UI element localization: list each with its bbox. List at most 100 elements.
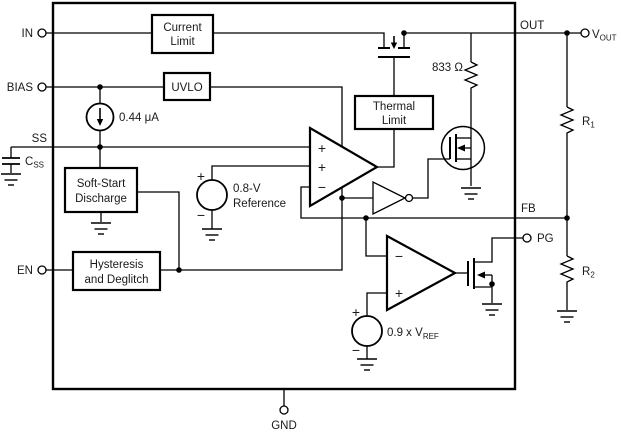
wire-fb [300,186,567,219]
pin-bias-label: BIAS [7,82,34,94]
hysteresis-deglitch-label-1: Hysteresis [90,259,144,271]
thermal-limit-label-2: Limit [382,115,407,127]
junction-dot [564,215,570,221]
ground-discharge-fet [461,187,481,200]
soft-start-discharge-label-2: Discharge [75,193,127,205]
pin-fb-label: FB [521,203,536,215]
current-limit-label-2: Limit [170,36,195,48]
pin-vout-circle [580,28,590,38]
current-limit-block: Current Limit [150,13,215,55]
reference-0v8-label-1: 0.8-V [233,183,261,195]
wire-ref-erroramp [211,165,310,180]
error-amplifier-triangle [308,126,380,208]
junction-dot [97,144,103,150]
soft-start-discharge-box [63,166,139,214]
error-amplifier-plus-1: + [318,140,326,156]
wire-hysteresis-out [160,187,343,271]
pass-fet [378,36,410,58]
ground-css [1,173,21,186]
current-limit-box [150,13,215,55]
pin-in-circle [37,28,47,38]
reference-0v9-label: 0.9 x VREF [387,327,439,341]
pin-vout: VOUT [580,28,617,43]
pin-en-circle [37,265,47,275]
pin-en: EN [17,265,47,277]
css-label: CSS [25,156,44,170]
reference-0v8-minus: − [197,207,205,223]
error-amplifier: + + − [308,126,380,208]
error-amplifier-minus: − [318,179,326,195]
pg-comparator-minus: − [395,248,403,264]
junction-dot [363,215,369,221]
resistor-r1: R1 [559,106,595,135]
pg-comparator-plus: + [395,285,403,301]
pin-ss-label: SS [32,133,48,145]
reference-source-0v9: + − 0.9 x VREF [351,304,439,358]
pin-vout-label: VOUT [592,29,617,43]
pin-in: IN [22,28,47,40]
pin-gnd-circle [279,405,289,415]
wire-pg [474,237,523,263]
uvlo-block: UVLO [162,71,212,102]
wire-softstart-en [137,191,180,270]
discharge-fet-circle [440,125,486,171]
bias-current-source: 0.44 μA [85,102,159,132]
pin-bias: BIAS [7,82,47,94]
discharge-fet [440,125,486,171]
hysteresis-deglitch-label-2: and Deglitch [85,274,149,286]
wires [10,32,581,406]
en-buffer-bubble [404,193,414,203]
pg-fet-body-arrow [477,271,485,279]
pin-en-label: EN [17,265,33,277]
pin-bias-circle [37,82,47,92]
wire-fb-comparator [365,218,387,257]
hysteresis-deglitch-box [71,250,162,292]
reference-0v8-plus: + [197,168,205,184]
resistor-833: 833 Ω [432,61,479,93]
pin-pg: PG [522,233,554,245]
current-limit-label-1: Current [163,22,202,34]
pin-pg-label: PG [537,233,554,245]
junction-dot [339,195,345,201]
wire-ref09-comparator [366,292,387,316]
pass-fet-arrow-head [390,42,398,49]
uvlo-label: UVLO [171,82,202,94]
ground-ref-0v9 [357,358,377,371]
thermal-limit-block: Thermal Limit [353,94,435,131]
en-inverter-buffer [372,180,414,216]
pin-in-label: IN [22,28,34,40]
soft-start-discharge-label-1: Soft-Start [77,178,126,190]
reference-0v9-plus: + [352,304,360,320]
bias-current-label: 0.44 μA [119,112,159,124]
discharge-fet-body-arrow [457,144,465,152]
junction-dot [176,267,182,273]
reference-0v9-circle [351,315,383,347]
ground-pg-fet [482,303,502,316]
thermal-limit-box [353,94,435,131]
resistor-r1-label: R1 [582,116,595,130]
pin-pg-circle [522,233,532,243]
resistor-r2-zigzag [559,255,575,286]
resistor-833-label: 833 Ω [432,62,463,74]
reference-0v9-minus: − [352,342,360,358]
ground-soft-start [91,222,111,235]
en-buffer-triangle [372,180,407,216]
pin-gnd-label: GND [271,420,297,432]
junction-dot [97,84,103,90]
uvlo-box [162,71,212,102]
wire-erroramp-out [377,129,395,168]
resistor-r2: R2 [559,255,595,286]
pg-fet [467,258,492,289]
pin-out-label: OUT [520,20,544,32]
capacitor-css: CSS [2,156,44,170]
wire-buffer-dischargefet [413,158,450,199]
reference-source-0v8: + − 0.8-V Reference [196,168,286,223]
reference-0v8-label-2: Reference [233,198,286,210]
wire-currentlimit-passfet [213,32,385,48]
junction-dot [401,30,407,36]
thermal-limit-label-1: Thermal [373,101,415,113]
bias-current-arrow-head [96,119,104,126]
junction-dots [97,30,570,287]
resistor-833-zigzag [463,61,479,93]
junction-dot [489,281,495,287]
